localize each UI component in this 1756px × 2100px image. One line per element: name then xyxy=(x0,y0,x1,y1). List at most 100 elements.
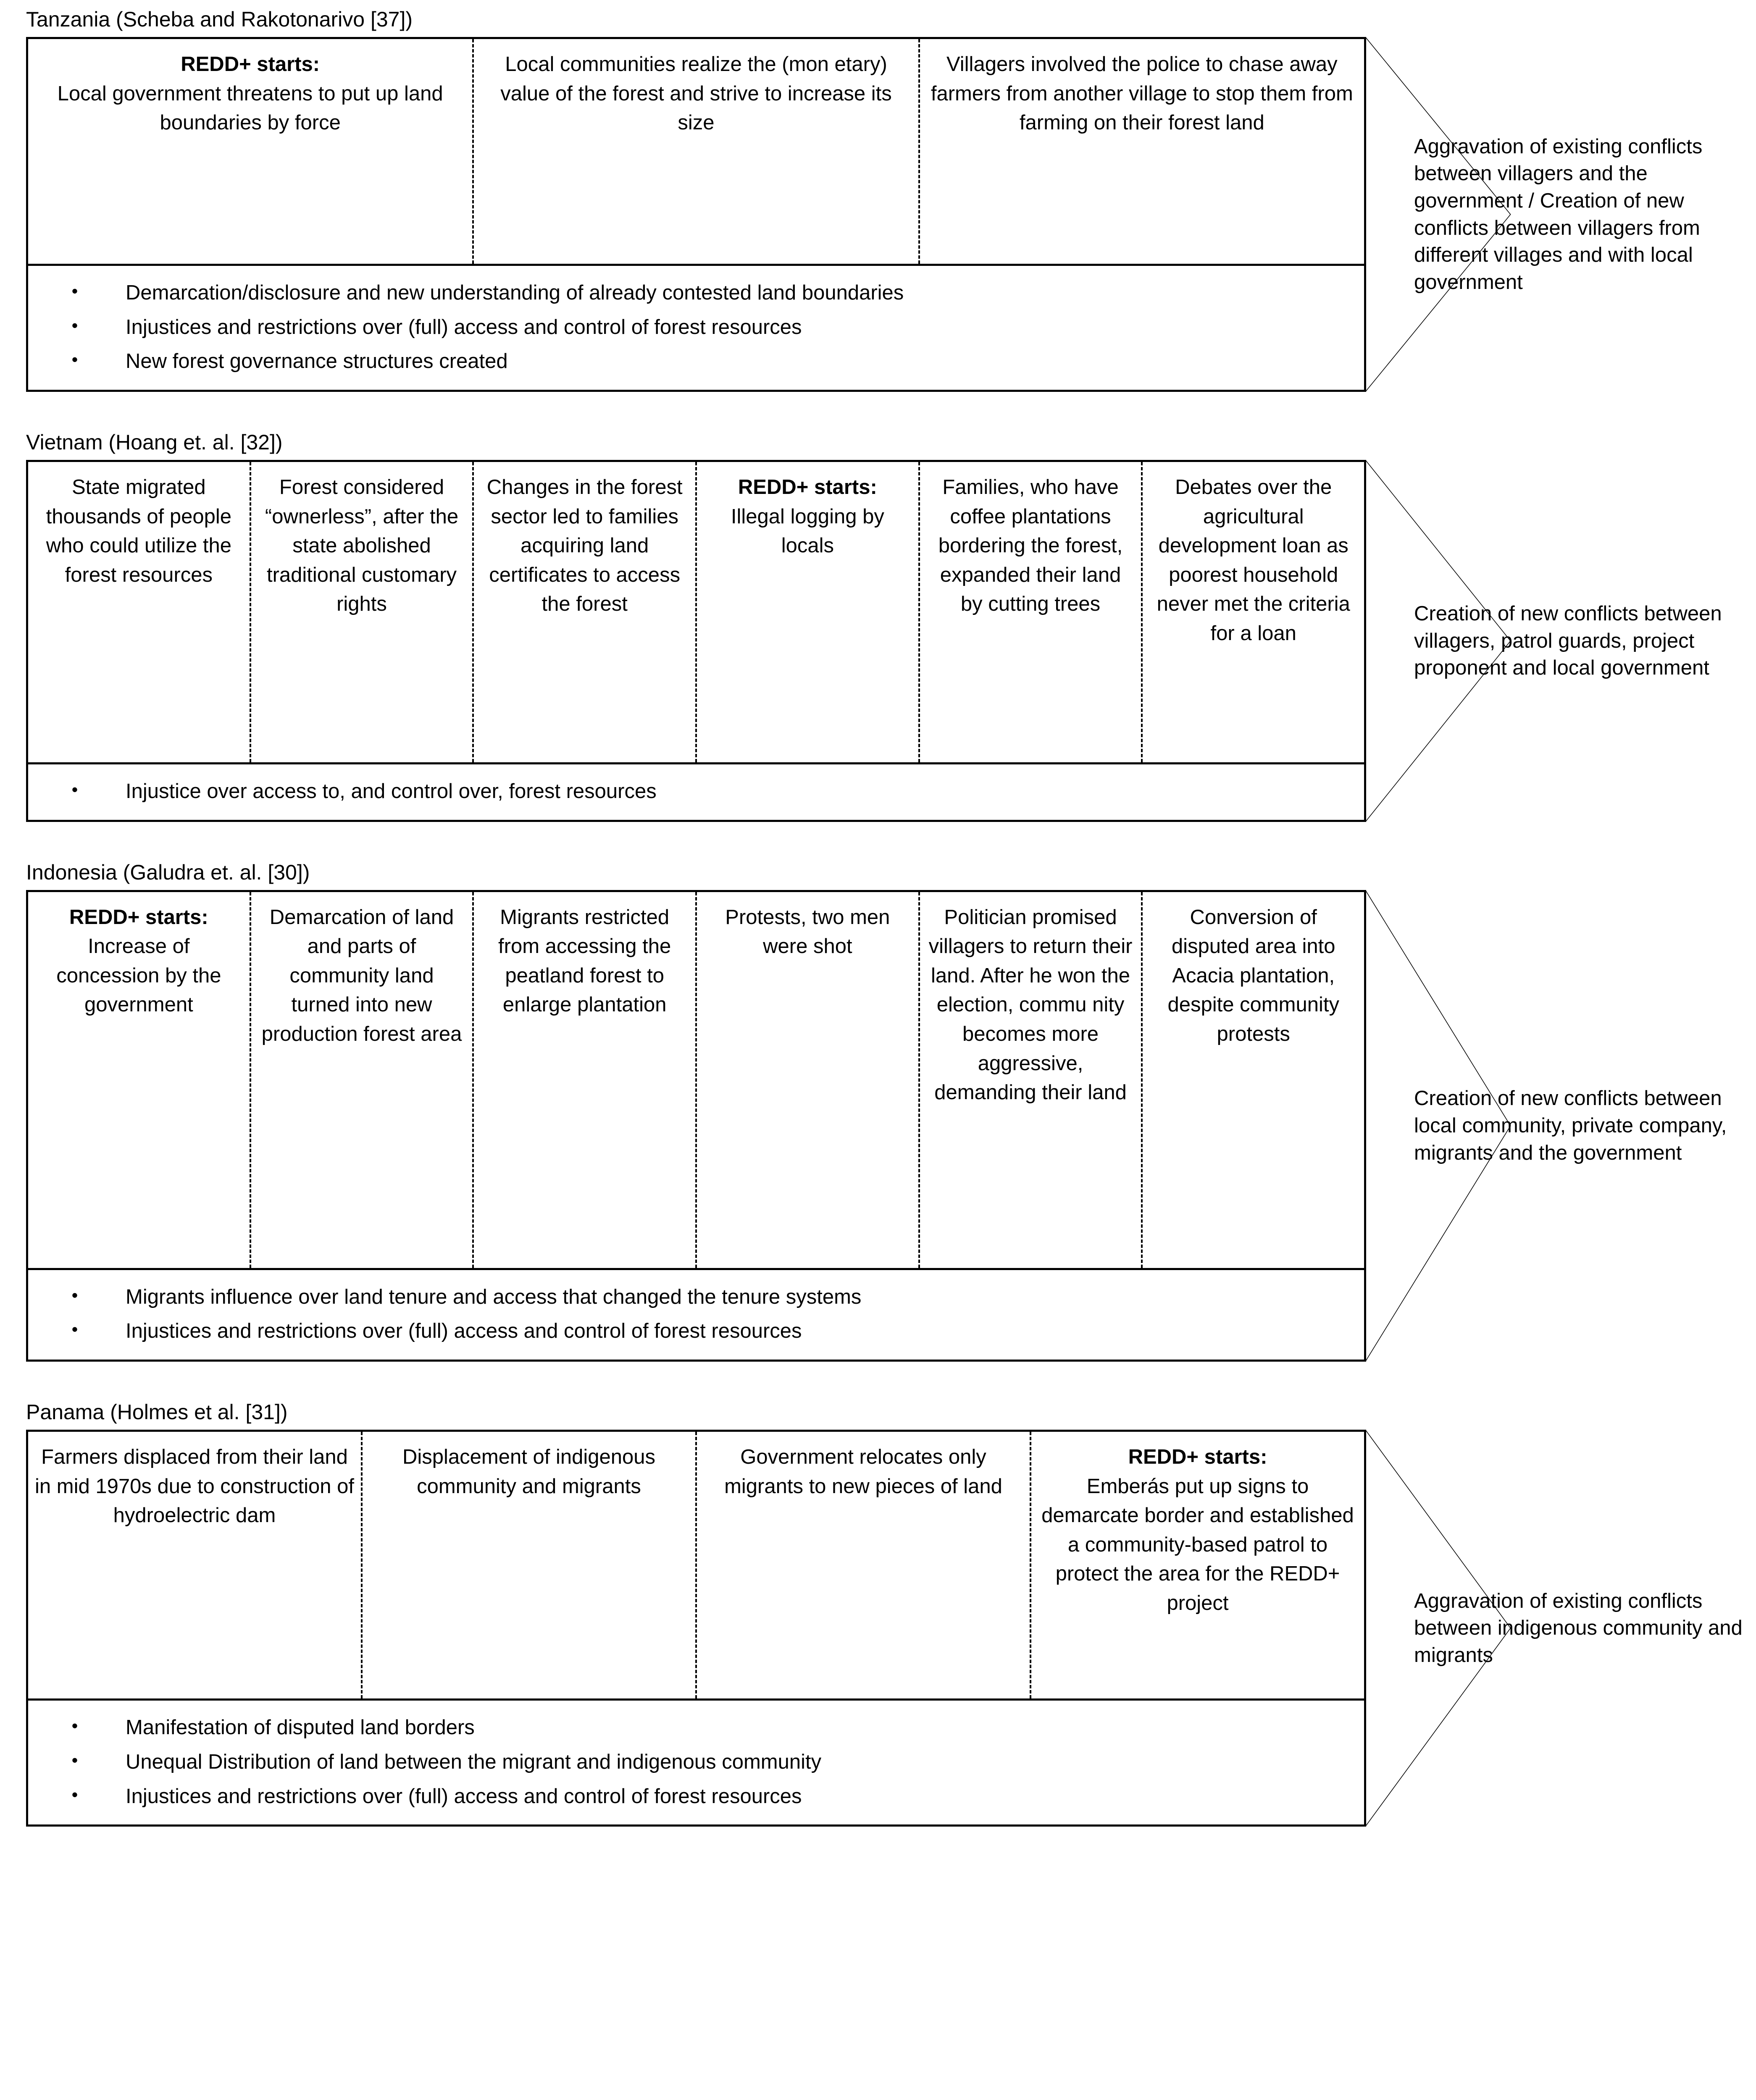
list-item: • Migrants influence over land tenure and… xyxy=(28,1280,1364,1315)
bullet-icon: • xyxy=(71,1285,78,1305)
bullet-text: New forest governance structures created xyxy=(126,350,508,373)
case-study-list: Tanzania (Scheba and Rakotonarivo [37]) R… xyxy=(0,8,1756,1827)
stage-cell: Changes in the forest sector led to fami… xyxy=(474,462,697,763)
outcome-bullet-list: •Manifestation of disputed land borders•… xyxy=(28,1701,1364,1824)
outcome-note: Creation of new conflicts between villag… xyxy=(1395,460,1756,822)
stage-text: Migrants restricted from accessing the p… xyxy=(498,906,671,1016)
stage-cell: Politician promised villagers to return … xyxy=(920,892,1143,1268)
bullet-text: Injustices and restrictions over (full) … xyxy=(126,1785,802,1808)
outcome-note: Creation of new conflicts between local … xyxy=(1395,890,1756,1362)
stage-cell: Government relocates only migrants to ne… xyxy=(697,1432,1031,1699)
list-item: • Demarcation/disclosure and new understa… xyxy=(28,276,1364,310)
case-study-panama: Panama (Holmes et al. [31]) Farmers displ… xyxy=(0,1400,1756,1827)
stage-lead-label: REDD+ starts: xyxy=(1128,1446,1267,1469)
stage-row: REDD+ starts: Increase of concession by t… xyxy=(28,892,1364,1270)
flow-wrap: REDD+ starts: Increase of concession by t… xyxy=(0,890,1395,1362)
stage-text: Conversion of disputed area into Acacia … xyxy=(1167,906,1339,1046)
case-body: Farmers displaced from their land in mid… xyxy=(0,1430,1756,1827)
stage-text: Increase of concession by the government xyxy=(56,935,221,1016)
stage-text: Local government threatens to put up lan… xyxy=(57,82,443,134)
outcome-note: Aggravation of existing conflicts betwee… xyxy=(1395,37,1756,392)
stage-text: Debates over the agricultural developmen… xyxy=(1157,476,1350,645)
list-item: • Injustices and restrictions over (full)… xyxy=(28,310,1364,345)
stage-cell: REDD+ starts:Emberás put up signs to dem… xyxy=(1031,1432,1364,1698)
list-item: • Manifestation of disputed land borders xyxy=(28,1711,1364,1745)
stage-cell: REDD+ starts: Illegal logging by locals xyxy=(697,462,920,763)
stage-text: Villagers involved the police to chase a… xyxy=(931,53,1353,134)
bullet-icon: • xyxy=(71,1784,78,1804)
section-gap xyxy=(0,822,1756,861)
bullet-text: Demarcation/disclosure and new understan… xyxy=(126,281,904,304)
stage-text: State migrated thousands of people who c… xyxy=(46,476,232,586)
bullet-icon: • xyxy=(71,315,78,335)
case-body: REDD+ starts: Increase of concession by t… xyxy=(0,890,1756,1362)
stage-text: Protests, two men were shot xyxy=(725,906,890,958)
stage-text: Demarcation of land and parts of communi… xyxy=(261,906,462,1046)
list-item: • Injustices and restrictions over (full)… xyxy=(28,1314,1364,1349)
stage-cell: State migrated thousands of people who c… xyxy=(28,462,251,763)
outcome-note-text: Creation of new conflicts between local … xyxy=(1414,1087,1727,1164)
bullet-text: Injustices and restrictions over (full) … xyxy=(126,315,802,339)
timeline-box: REDD+ starts: Local government threatens … xyxy=(26,37,1366,392)
case-title: Panama (Holmes et al. [31]) xyxy=(26,1400,288,1424)
case-body: REDD+ starts: Local government threatens … xyxy=(0,37,1756,392)
stage-text: Changes in the forest sector led to fami… xyxy=(486,476,683,616)
stage-cell: Villagers involved the police to chase a… xyxy=(920,39,1364,264)
timeline-box: State migrated thousands of people who c… xyxy=(26,460,1366,822)
bullet-icon: • xyxy=(71,1716,78,1736)
bullet-text: Manifestation of disputed land borders xyxy=(126,1716,475,1739)
stage-text: Government relocates only migrants to ne… xyxy=(724,1446,1002,1498)
timeline-box: Farmers displaced from their land in mid… xyxy=(26,1430,1366,1827)
stage-cell: REDD+ starts: Local government threatens … xyxy=(28,39,474,264)
stage-row: Farmers displaced from their land in mid… xyxy=(28,1432,1364,1701)
stage-text: Politician promised villagers to return … xyxy=(928,906,1133,1104)
outcome-note-text: Creation of new conflicts between villag… xyxy=(1414,602,1722,680)
stage-cell: Local communities realize the (mon etary… xyxy=(474,39,920,264)
bullet-text: Injustices and restrictions over (full) … xyxy=(126,1320,802,1343)
case-body: State migrated thousands of people who c… xyxy=(0,460,1756,822)
case-title: Tanzania (Scheba and Rakotonarivo [37]) xyxy=(26,8,413,31)
case-study-vietnam: Vietnam (Hoang et. al. [32]) State migrat… xyxy=(0,430,1756,822)
stage-lead-label: REDD+ starts: xyxy=(181,53,320,76)
stage-text: Forest considered “ownerless”, after the… xyxy=(265,476,459,616)
case-title: Indonesia (Galudra et. al. [30]) xyxy=(26,860,310,884)
outcome-bullet-list: • Injustice over access to, and control o… xyxy=(28,764,1364,820)
list-item: •New forest governance structures create… xyxy=(28,344,1364,379)
outcome-bullet-list: • Migrants influence over land tenure and… xyxy=(28,1270,1364,1360)
bullet-icon: • xyxy=(71,1319,78,1339)
stage-cell: Demarcation of land and parts of communi… xyxy=(251,892,474,1268)
stage-text: Illegal logging by locals xyxy=(731,505,884,557)
section-gap xyxy=(0,1362,1756,1400)
stage-cell: Families, who have coffee plantations bo… xyxy=(920,462,1143,763)
stage-cell: Debates over the agricultural developmen… xyxy=(1143,462,1364,762)
bullet-icon: • xyxy=(71,780,78,800)
list-item: • Injustice over access to, and control o… xyxy=(28,774,1364,809)
stage-text: Displacement of indigenous community and… xyxy=(402,1446,655,1498)
bullet-icon: • xyxy=(71,1750,78,1770)
list-item: • Injustices and restrictions over (full)… xyxy=(28,1780,1364,1814)
stage-cell: REDD+ starts: Increase of concession by t… xyxy=(28,892,251,1268)
case-study-indonesia: Indonesia (Galudra et. al. [30]) REDD+ st… xyxy=(0,861,1756,1362)
stage-text: Local communities realize the (mon etary… xyxy=(500,53,892,134)
list-item: • Unequal Distribution of land between th… xyxy=(28,1745,1364,1780)
bullet-text: Unequal Distribution of land between the… xyxy=(126,1750,822,1773)
stage-cell: Displacement of indigenous community and… xyxy=(363,1432,697,1699)
case-study-tanzania: Tanzania (Scheba and Rakotonarivo [37]) R… xyxy=(0,8,1756,392)
stage-cell: Forest considered “ownerless”, after the… xyxy=(251,462,474,763)
stage-text: Farmers displaced from their land in mid… xyxy=(35,1446,354,1527)
bullet-icon: • xyxy=(71,281,78,301)
stage-cell: Conversion of disputed area into Acacia … xyxy=(1143,892,1364,1268)
case-title: Vietnam (Hoang et. al. [32]) xyxy=(26,430,283,454)
flow-wrap: Farmers displaced from their land in mid… xyxy=(0,1430,1395,1827)
stage-lead-label: REDD+ starts: xyxy=(738,476,877,499)
bullet-text: Migrants influence over land tenure and … xyxy=(126,1285,862,1308)
stage-cell: Protests, two men were shot xyxy=(697,892,920,1268)
stage-lead-label: REDD+ starts: xyxy=(69,906,208,929)
timeline-box: REDD+ starts: Increase of concession by t… xyxy=(26,890,1366,1362)
bullet-text: Injustice over access to, and control ov… xyxy=(126,780,657,803)
stage-row: State migrated thousands of people who c… xyxy=(28,462,1364,765)
section-gap xyxy=(0,392,1756,430)
outcome-note: Aggravation of existing conflicts betwee… xyxy=(1395,1430,1756,1827)
flow-wrap: State migrated thousands of people who c… xyxy=(0,460,1395,822)
